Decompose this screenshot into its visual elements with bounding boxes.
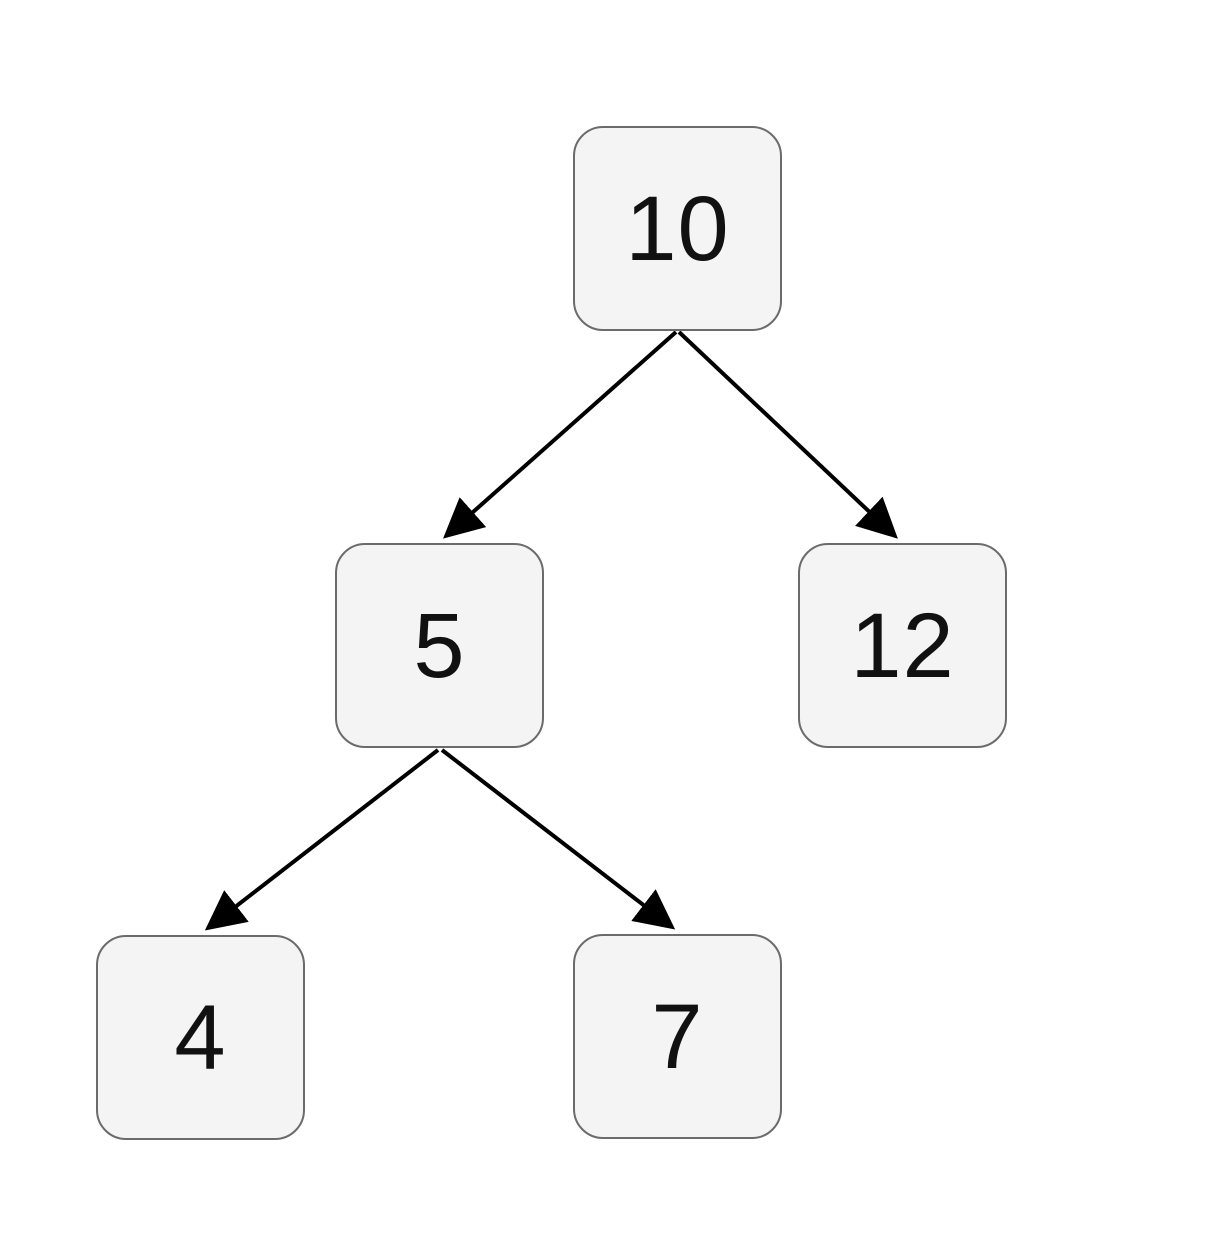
edge-10-to-12: [677, 330, 898, 539]
tree-node-10: 10: [573, 126, 782, 331]
node-label-7: 7: [651, 985, 704, 1088]
node-label-10: 10: [625, 177, 730, 280]
tree-node-4: 4: [96, 935, 305, 1140]
node-label-12: 12: [850, 594, 955, 697]
tree-node-12: 12: [798, 543, 1007, 748]
node-label-5: 5: [413, 594, 466, 697]
node-label-4: 4: [174, 986, 227, 1089]
edge-5-to-4: [204, 748, 440, 931]
edge-10-to-5: [443, 330, 678, 539]
tree-node-7: 7: [573, 934, 782, 1139]
tree-node-5: 5: [335, 543, 544, 748]
edge-5-to-7: [440, 748, 676, 930]
